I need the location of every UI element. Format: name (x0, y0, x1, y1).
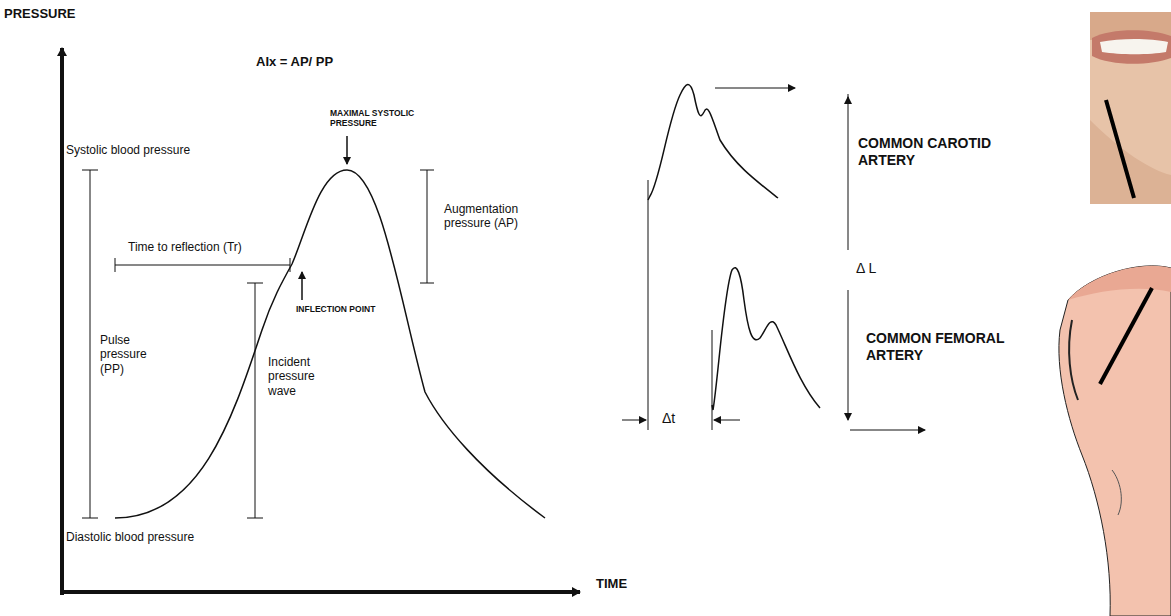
bracket-label: Time to reflection (Tr) (128, 240, 288, 254)
time-delay-label: Δt (662, 410, 702, 427)
point-label: INFLECTION POINT (296, 304, 376, 314)
artery-label: COMMON FEMORAL ARTERY (866, 330, 1031, 364)
artery-label: COMMON CAROTID ARTERY (858, 135, 1008, 169)
axis-title: PRESSURE (4, 6, 114, 22)
axis-title: TIME (596, 576, 656, 592)
formula-label: AIx = AP/ PP (256, 54, 376, 70)
pressure-label: Systolic blood pressure (66, 143, 246, 157)
distance-label: Δ L (856, 260, 896, 277)
bracket-label: Pulse pressure (PP) (100, 333, 170, 376)
peak-label: MAXIMAL SYSTOLIC PRESSURE (330, 108, 430, 128)
bracket-label: Incident pressure wave (268, 355, 333, 398)
pressure-label: Diastolic blood pressure (66, 530, 246, 544)
bracket-label: Augmentation pressure (AP) (444, 202, 544, 231)
